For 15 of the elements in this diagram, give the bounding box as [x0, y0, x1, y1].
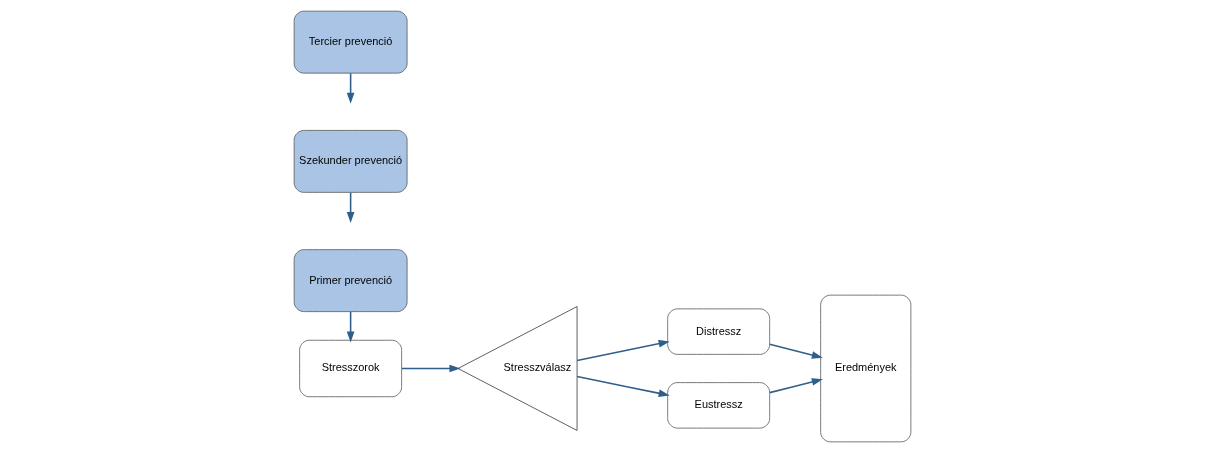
arrow: [576, 375, 670, 398]
node-box: Eredmények: [820, 294, 912, 443]
arrow: [576, 339, 670, 362]
arrow: [401, 364, 461, 373]
node-box: Stresszorok: [299, 339, 402, 398]
node-box: Eustressz: [667, 382, 771, 429]
arrow: [346, 191, 355, 223]
node-box: Primer prevenció: [293, 249, 408, 312]
arrow: [768, 378, 823, 394]
arrow: [346, 310, 355, 343]
node-box: Tercier prevenció: [293, 10, 408, 74]
arrow: [768, 343, 823, 359]
node-box: Szekunder prevenció: [293, 130, 408, 193]
node-box: Distressz: [667, 308, 771, 355]
arrow: [346, 72, 355, 104]
